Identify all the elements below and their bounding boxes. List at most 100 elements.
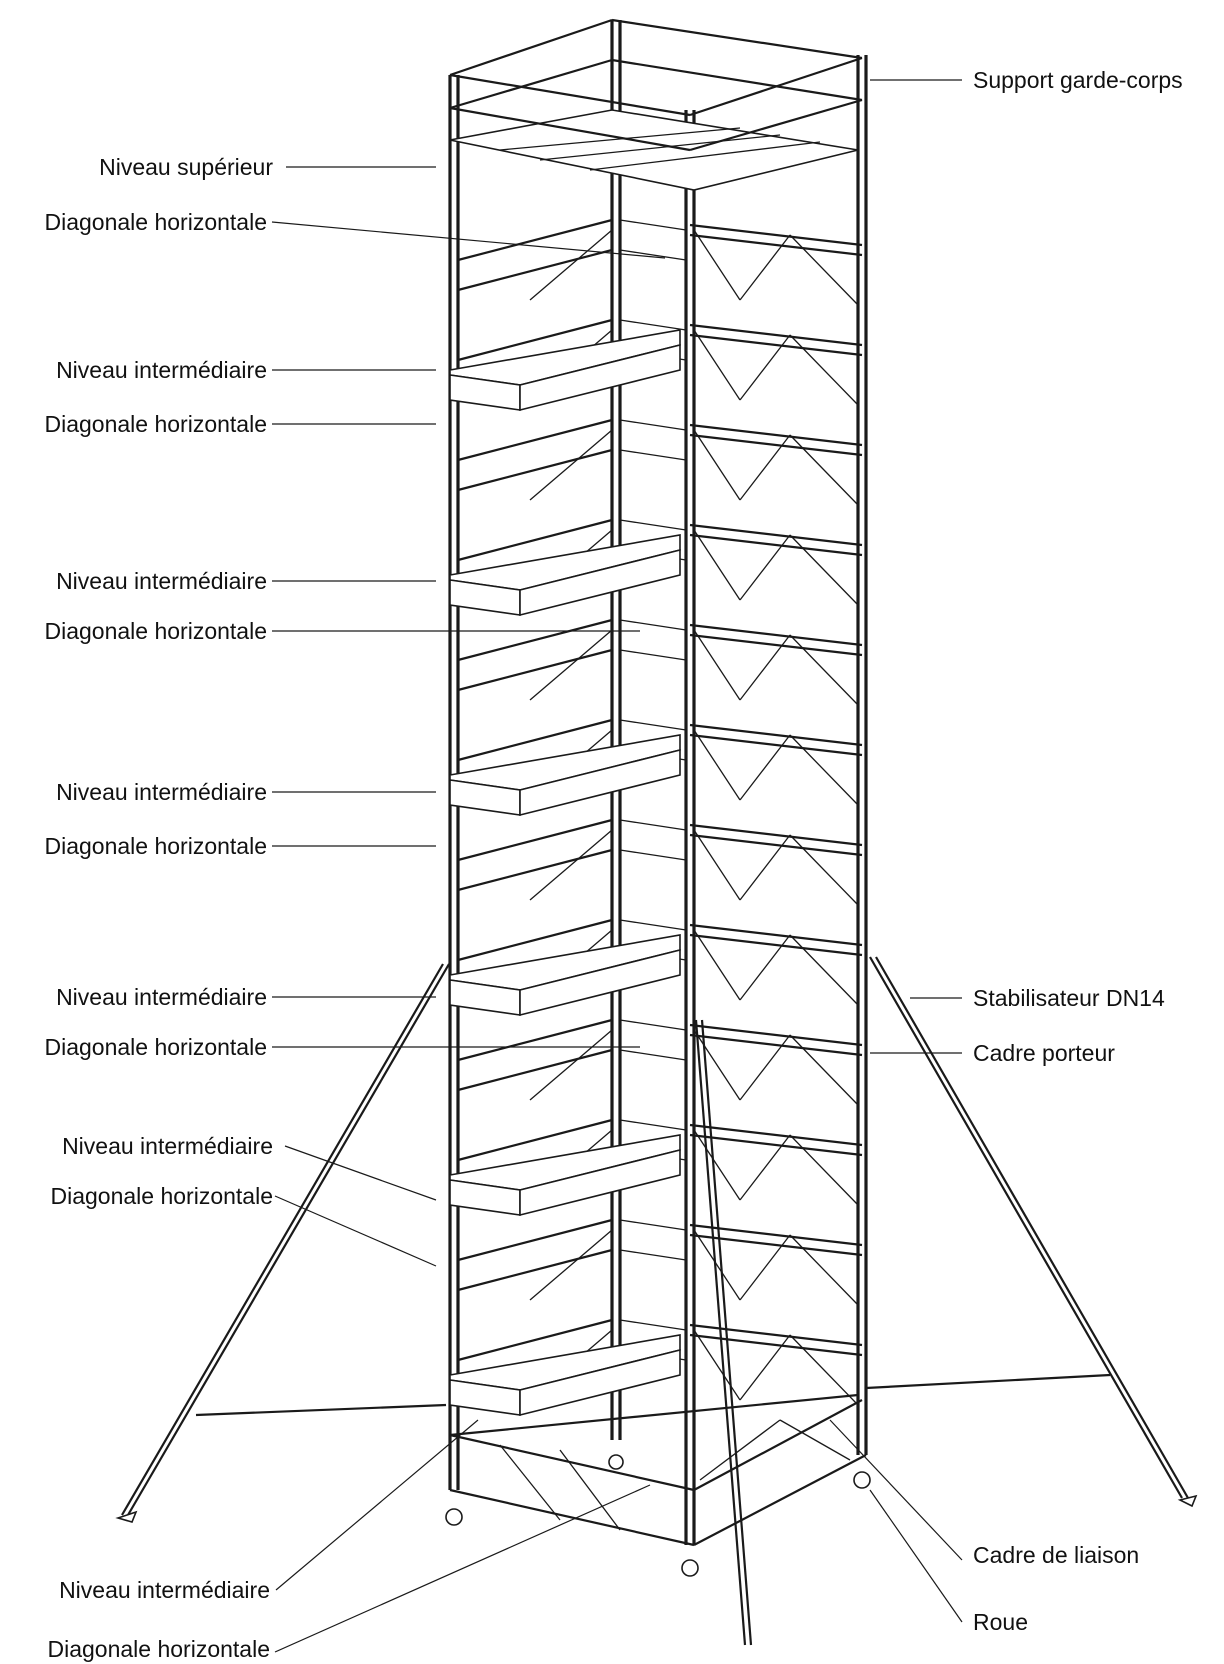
label-niveau-intermediaire-3: Niveau intermédiaire: [56, 779, 267, 805]
brace: [789, 934, 859, 1006]
rung: [457, 1118, 613, 1162]
platform-side: [519, 1348, 681, 1417]
ledger-front: [689, 233, 863, 257]
ledger-front: [689, 433, 863, 457]
rung: [457, 1018, 613, 1062]
rung: [619, 1249, 687, 1261]
brace: [529, 829, 613, 901]
rung: [457, 918, 613, 962]
callout-niveau-intermediaire-6: Niveau intermédiaire: [59, 1419, 479, 1603]
brace: [693, 629, 741, 701]
brace: [789, 534, 859, 606]
rung: [457, 248, 613, 292]
ledger-front: [689, 833, 863, 857]
platform-side: [519, 343, 681, 412]
brace: [739, 334, 791, 401]
callout-diagonale-horizontale-5: Diagonale horizontale: [45, 1034, 640, 1060]
platform-side: [519, 748, 681, 817]
ledger-front: [689, 333, 863, 357]
rung: [619, 449, 687, 461]
label-niveau-intermediaire-6: Niveau intermédiaire: [59, 1577, 270, 1603]
bay-1: [457, 218, 863, 306]
ledger-front: [689, 1023, 863, 1047]
callout-cadre-de-liaison: Cadre de liaison: [829, 1419, 1139, 1568]
platform-side: [519, 948, 681, 1017]
label-niveau-intermediaire-2: Niveau intermédiaire: [56, 568, 267, 594]
ledger-front: [689, 1033, 863, 1057]
callout-niveau-intermediaire-4: Niveau intermédiaire: [56, 984, 436, 1010]
callout-cadre-porteur: Cadre porteur: [870, 1040, 1115, 1066]
callout-diagonale-horizontale-3: Diagonale horizontale: [45, 618, 640, 644]
rung: [619, 619, 687, 631]
rung: [619, 1319, 687, 1331]
callout-niveau-intermediaire-3: Niveau intermédiaire: [56, 779, 436, 805]
rung: [457, 418, 613, 462]
platform-5: [449, 1134, 681, 1217]
brace: [693, 529, 741, 601]
label-diagonale-horizontale-5: Diagonale horizontale: [45, 1034, 268, 1060]
brace: [789, 834, 859, 906]
stabilisers: [115, 956, 1198, 1646]
brace: [739, 434, 791, 501]
rung: [619, 1019, 687, 1031]
brace: [789, 1134, 859, 1206]
rung: [619, 319, 687, 331]
ledger-front: [689, 1323, 863, 1347]
ledger-front: [689, 1133, 863, 1157]
rung: [457, 318, 613, 362]
ledger-front: [689, 933, 863, 957]
callout-diagonale-horizontale-2: Diagonale horizontale: [45, 411, 436, 437]
annotations: Support garde-corps Niveau supérieur Dia…: [45, 67, 1183, 1662]
wheels: [445, 1454, 871, 1577]
ledger-front: [689, 633, 863, 657]
rung: [619, 1049, 687, 1061]
ledger-front: [689, 323, 863, 347]
brace: [739, 1234, 791, 1301]
callout-niveau-intermediaire-1: Niveau intermédiaire: [56, 357, 436, 383]
rung: [457, 648, 613, 692]
brace: [693, 1129, 741, 1201]
brace: [739, 834, 791, 901]
rung: [457, 818, 613, 862]
platform-side: [519, 548, 681, 617]
platform-4: [449, 934, 681, 1017]
ledger-front: [689, 1123, 863, 1147]
label-diagonale-horizontale-4: Diagonale horizontale: [45, 833, 268, 859]
brace: [789, 634, 859, 706]
rung: [457, 848, 613, 892]
ledger-front: [689, 423, 863, 447]
platform-2: [449, 534, 681, 617]
label-cadre-porteur: Cadre porteur: [973, 1040, 1115, 1066]
rung: [619, 849, 687, 861]
callout-support-garde-corps: Support garde-corps: [870, 67, 1183, 93]
rung: [619, 519, 687, 531]
brace: [739, 234, 791, 301]
brace: [693, 1029, 741, 1101]
label-niveau-superieur: Niveau supérieur: [99, 154, 273, 180]
rung: [619, 249, 687, 261]
rung: [619, 1219, 687, 1231]
rung: [457, 1318, 613, 1362]
rung: [619, 719, 687, 731]
callout-diagonale-horizontale-6: Diagonale horizontale: [51, 1183, 437, 1267]
platform-side: [519, 1148, 681, 1217]
brace: [529, 229, 613, 301]
ledger-front: [689, 623, 863, 647]
brace: [529, 629, 613, 701]
platform-3: [449, 734, 681, 817]
brace: [739, 734, 791, 801]
brace: [693, 329, 741, 401]
ledger-front: [689, 923, 863, 947]
bay-7: [457, 818, 863, 906]
callout-niveau-intermediaire-2: Niveau intermédiaire: [56, 568, 436, 594]
bay-9: [457, 1018, 863, 1106]
rung: [457, 218, 613, 262]
brace: [739, 934, 791, 1001]
brace: [789, 1034, 859, 1106]
rung: [457, 448, 613, 492]
brace: [529, 1029, 613, 1101]
callout-diagonale-horizontale-7: Diagonale horizontale: [48, 1484, 651, 1662]
rung: [619, 919, 687, 931]
rung: [457, 618, 613, 662]
